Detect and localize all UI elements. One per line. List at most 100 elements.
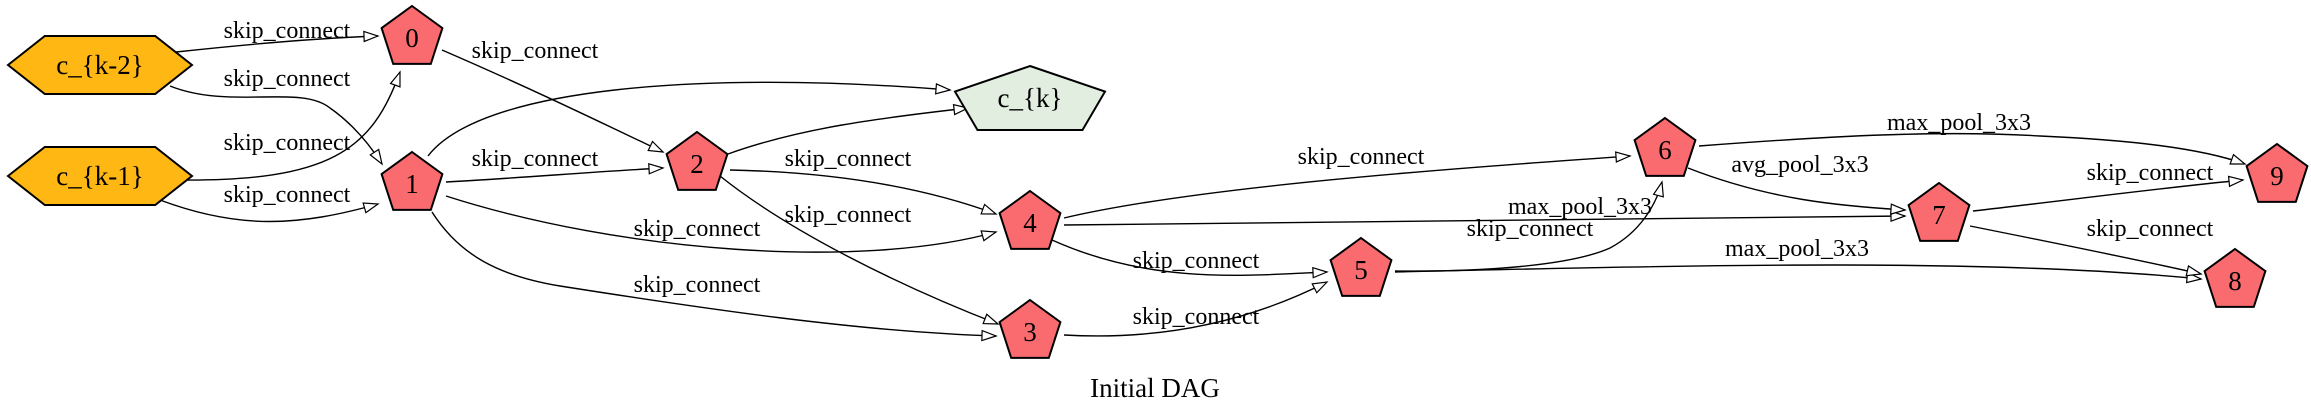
output-node-shape	[953, 64, 1107, 131]
edge-arrowhead	[1890, 203, 1907, 215]
node-label: c_{k-2}	[56, 50, 143, 80]
edge-label: skip_connect	[634, 216, 761, 242]
node-label: 7	[1932, 200, 1946, 230]
edge-label: skip_connect	[2087, 160, 2214, 186]
edge-n4-n5: skip_connect	[1051, 239, 1329, 279]
edge-n3-n5: skip_connect	[1063, 281, 1329, 337]
edge-n5-n8: max_pool_3x3	[1394, 236, 2203, 284]
edge-n2-ck	[727, 103, 970, 155]
edge-line	[727, 107, 969, 155]
edge-line	[1051, 239, 1328, 276]
edge-arrowhead	[2185, 265, 2203, 277]
edge-label: skip_connect	[224, 18, 351, 44]
edge-label: skip_connect	[1467, 216, 1594, 242]
node-label: 3	[1023, 317, 1037, 347]
node-ck: c_{k}	[953, 64, 1107, 131]
op-node-shape	[1907, 181, 1971, 242]
edge-arrowhead	[2227, 175, 2245, 188]
op-node-shape	[998, 298, 1062, 359]
edge-label: skip_connect	[472, 38, 599, 64]
edge-label: skip_connect	[472, 146, 599, 172]
node-n8: 8	[2203, 247, 2267, 308]
edge-n1-n3: skip_connect	[431, 211, 998, 342]
edge-line	[175, 35, 379, 53]
node-label: 8	[2228, 266, 2242, 296]
edge-line	[719, 175, 999, 325]
edge-label: skip_connect	[785, 202, 912, 228]
edge-label: skip_connect	[1133, 248, 1260, 274]
edge-arrowhead	[363, 30, 380, 43]
edge-label: skip_connect	[1298, 144, 1425, 170]
edge-arrowhead	[1311, 281, 1329, 294]
edge-arrowhead	[648, 162, 665, 175]
edge-line	[159, 199, 379, 223]
edge-ck2-n1: skip_connect	[169, 66, 383, 166]
node-n9: 9	[2245, 142, 2309, 203]
node-n7: 7	[1907, 181, 1971, 242]
edge-line	[1687, 167, 1906, 211]
edge-arrowhead	[1312, 266, 1329, 279]
node-n1: 1	[380, 150, 444, 211]
edge-line	[445, 167, 664, 183]
node-n6: 6	[1633, 116, 1697, 177]
op-node-shape	[998, 189, 1062, 250]
edge-n4-n7: max_pool_3x3	[1063, 194, 1907, 226]
edge-arrowhead	[2229, 153, 2247, 165]
edge-arrowhead	[1652, 180, 1664, 198]
op-node-shape	[665, 130, 729, 191]
edge-n4-n6: skip_connect	[1063, 144, 1632, 219]
edge-line	[431, 211, 997, 337]
edge-line	[175, 71, 401, 181]
op-node-shape	[2203, 247, 2267, 308]
edge-line	[1969, 225, 2202, 275]
edge-n1-n2: skip_connect	[445, 146, 665, 183]
edge-n2-n3: skip_connect	[719, 175, 1000, 325]
edge-arrowhead	[362, 202, 380, 214]
edge-n2-n4: skip_connect	[729, 146, 998, 215]
edge-arrowhead	[934, 83, 952, 95]
node-label: c_{k-1}	[56, 161, 143, 191]
node-n0: 0	[380, 4, 444, 65]
edge-n1-n4: skip_connect	[445, 195, 998, 253]
op-node-shape	[1633, 116, 1697, 177]
node-ck2: c_{k-2}	[6, 35, 194, 95]
diagram-caption: Initial DAG	[1090, 373, 1220, 403]
edge-label: skip_connect	[224, 66, 351, 92]
edge-line	[445, 195, 997, 253]
edge-label: avg_pool_3x3	[1731, 152, 1868, 178]
edge-arrowhead	[647, 140, 665, 153]
edge-line	[729, 169, 997, 215]
node-label: 1	[405, 169, 419, 199]
edge-arrowhead	[980, 230, 998, 242]
input-node-shape	[6, 35, 194, 95]
node-ck1: c_{k-1}	[6, 146, 194, 206]
edge-line	[1063, 281, 1328, 337]
node-n3: 3	[998, 298, 1062, 359]
edge-arrowhead	[980, 203, 998, 215]
edge-line	[441, 49, 664, 153]
edge-line	[427, 81, 951, 157]
node-label: 9	[2270, 161, 2284, 191]
edges-layer: skip_connectskip_connectskip_connectskip…	[159, 18, 2247, 342]
edge-line	[1394, 264, 2202, 280]
edge-line	[1063, 155, 1631, 219]
op-node-shape	[1329, 236, 1393, 297]
edge-n6-n7: avg_pool_3x3	[1687, 152, 1907, 215]
node-label: 6	[1658, 135, 1672, 165]
edge-label: skip_connect	[785, 146, 912, 172]
node-label: 4	[1023, 208, 1037, 238]
edge-arrowhead	[981, 329, 998, 342]
edge-label: skip_connect	[224, 130, 351, 156]
edge-label: max_pool_3x3	[1725, 236, 1869, 262]
node-label: 2	[690, 149, 704, 179]
op-node-shape	[380, 4, 444, 65]
edge-line	[1698, 132, 2246, 165]
edge-ck1-n0: skip_connect	[175, 70, 401, 181]
edge-n0-n2: skip_connect	[441, 38, 665, 153]
edge-arrowhead	[1615, 151, 1632, 163]
node-label: 5	[1354, 255, 1368, 285]
edge-ck2-n0: skip_connect	[175, 18, 380, 53]
edge-arrowhead	[369, 148, 383, 166]
op-node-shape	[2245, 142, 2309, 203]
